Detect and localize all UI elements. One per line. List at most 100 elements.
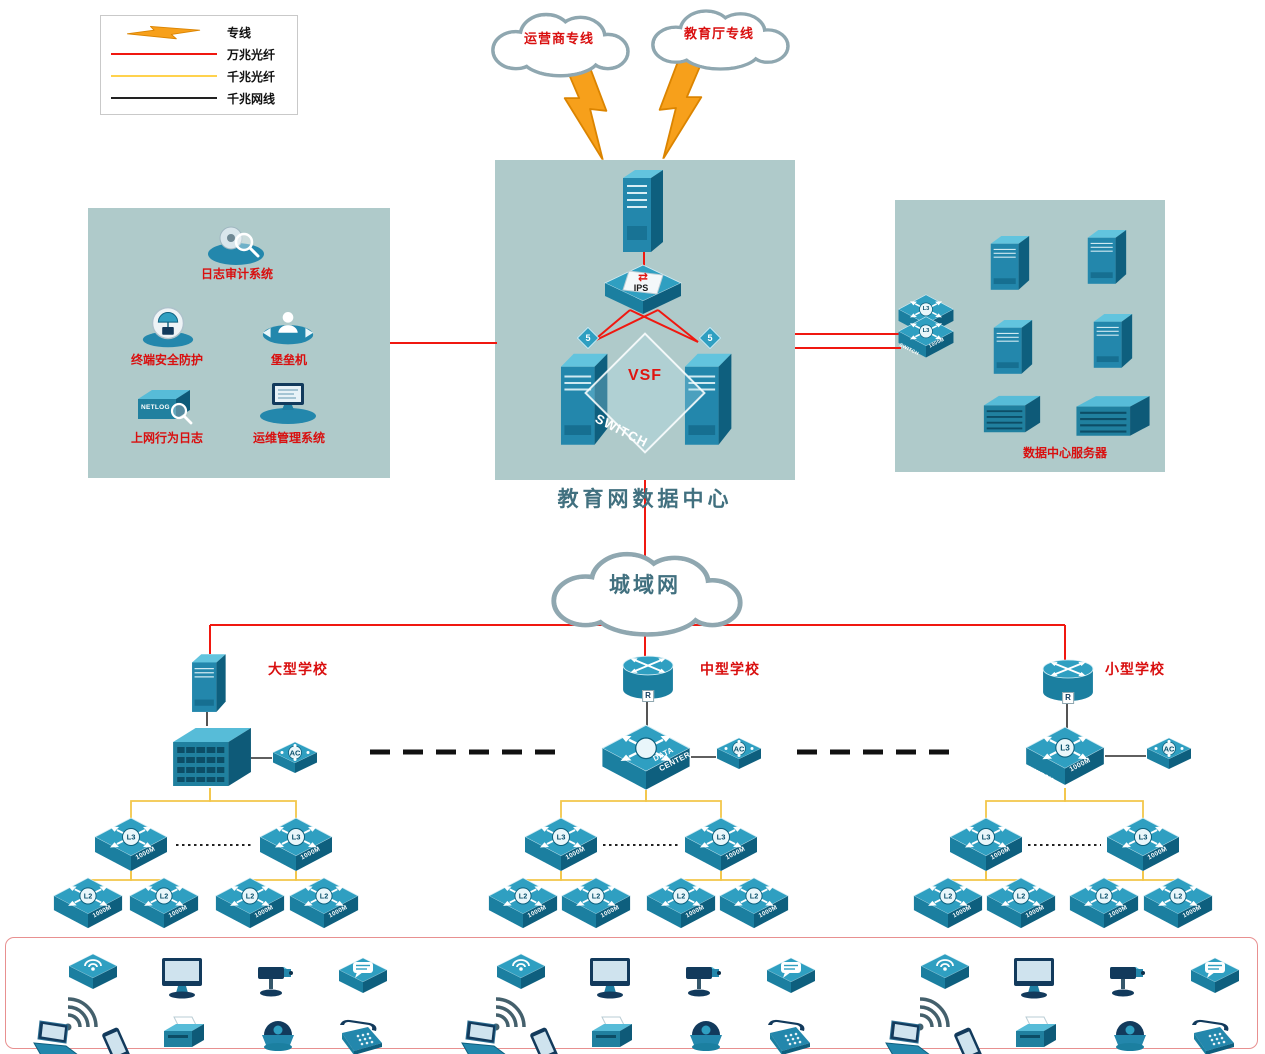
pc-monitor[interactable] (158, 955, 206, 1001)
netlog-icon[interactable]: NETLOG (132, 383, 196, 429)
school-core-chassis[interactable] (169, 724, 253, 790)
datacenter-server[interactable] (985, 230, 1033, 292)
printer[interactable] (1012, 1011, 1060, 1054)
server-zone-label: 数据中心服务器 (1022, 446, 1107, 460)
man-cloud[interactable]: 城域网 (536, 543, 754, 640)
wireless-ap[interactable] (496, 953, 546, 991)
wireless-ap[interactable] (68, 953, 118, 991)
router[interactable]: R (1041, 656, 1095, 704)
router-badge: R (642, 690, 654, 702)
ptz-camera[interactable] (678, 955, 728, 1001)
router[interactable]: R (621, 652, 675, 702)
vsf-switch-cluster[interactable]: 5 5 VSF SWITCH (552, 326, 738, 455)
log-audit-system-icon[interactable] (204, 222, 268, 266)
switch-badge: L3 (981, 832, 991, 842)
switch-badge: L3 (922, 328, 930, 335)
smartphone[interactable] (522, 1023, 566, 1054)
school-label-large: 大型学校 (268, 661, 328, 677)
wireless-ap[interactable] (920, 953, 970, 991)
switch-badge: L3 (126, 832, 136, 842)
switch-badge: L3 (1060, 743, 1070, 753)
ops-management-icon[interactable] (256, 379, 320, 425)
printer[interactable] (588, 1011, 636, 1054)
legend-label: 千兆光纤 (227, 69, 276, 84)
core-gateway-device[interactable] (616, 166, 670, 254)
dome-camera[interactable] (256, 1013, 300, 1053)
ops-management-label: 运维管理系统 (252, 431, 325, 445)
im-chat[interactable] (338, 957, 388, 995)
laptop[interactable] (458, 1019, 510, 1054)
ptz-camera[interactable] (250, 955, 300, 1001)
router-badge: R (1062, 692, 1074, 704)
switch-badge: L2 (245, 891, 255, 901)
black-line-swatch (111, 97, 217, 99)
wireless-controller[interactable]: AC (716, 737, 762, 771)
dc-switch-stack-top[interactable]: L3 (897, 294, 955, 337)
switch-badge: L2 (943, 891, 953, 901)
education-cloud[interactable]: 教育厅专线 (640, 3, 798, 73)
ips-arrows-icon: ⇄ (637, 270, 649, 284)
switch-badge: L3 (1138, 832, 1148, 842)
dome-camera[interactable] (684, 1013, 728, 1053)
laptop[interactable] (882, 1019, 934, 1054)
datacenter-title: 教育网数据中心 (557, 486, 733, 511)
ac-badge: AC (1163, 744, 1175, 754)
smartphone[interactable] (94, 1023, 138, 1054)
endpoint-protection-icon[interactable] (139, 303, 197, 349)
im-chat[interactable] (766, 957, 816, 995)
man-cloud-label: 城域网 (609, 571, 681, 597)
ac-badge: AC (733, 744, 745, 754)
wireless-controller[interactable]: AC (272, 741, 318, 775)
switch-badge: L2 (1173, 891, 1183, 901)
ips-device[interactable]: ⇄ IPS (603, 264, 683, 316)
pc-monitor[interactable] (1010, 955, 1058, 1001)
datacenter-server[interactable] (988, 314, 1036, 376)
legend-label: 专线 (227, 25, 252, 40)
printer[interactable] (160, 1011, 208, 1054)
telephone[interactable] (762, 1015, 814, 1054)
endpoint-protection-label: 终端安全防护 (130, 353, 203, 367)
school-core-server[interactable] (187, 648, 229, 714)
smartphone[interactable] (946, 1023, 990, 1054)
ptz-camera[interactable] (1102, 955, 1152, 1001)
carrier-cloud[interactable]: 运营商专线 (480, 6, 638, 80)
laptop[interactable] (30, 1019, 82, 1054)
bastion-host-icon[interactable] (259, 307, 317, 347)
yellow-line-swatch (111, 75, 217, 77)
wireless-controller[interactable]: AC (1146, 737, 1192, 771)
datacenter-server[interactable] (1088, 308, 1136, 370)
rackmount-switch[interactable] (1074, 392, 1152, 442)
dome-camera[interactable] (1108, 1013, 1152, 1053)
datacenter-server[interactable] (1082, 224, 1130, 286)
switch-badge: L2 (319, 891, 329, 901)
log-audit-label: 日志审计系统 (200, 267, 273, 281)
switch-badge: L2 (591, 891, 601, 901)
im-chat[interactable] (1190, 957, 1240, 995)
pc-monitor[interactable] (586, 955, 634, 1001)
telephone[interactable] (1186, 1015, 1238, 1054)
telephone[interactable] (334, 1015, 386, 1054)
rackmount-server[interactable] (982, 392, 1042, 438)
switch-badge: L3 (556, 832, 566, 842)
